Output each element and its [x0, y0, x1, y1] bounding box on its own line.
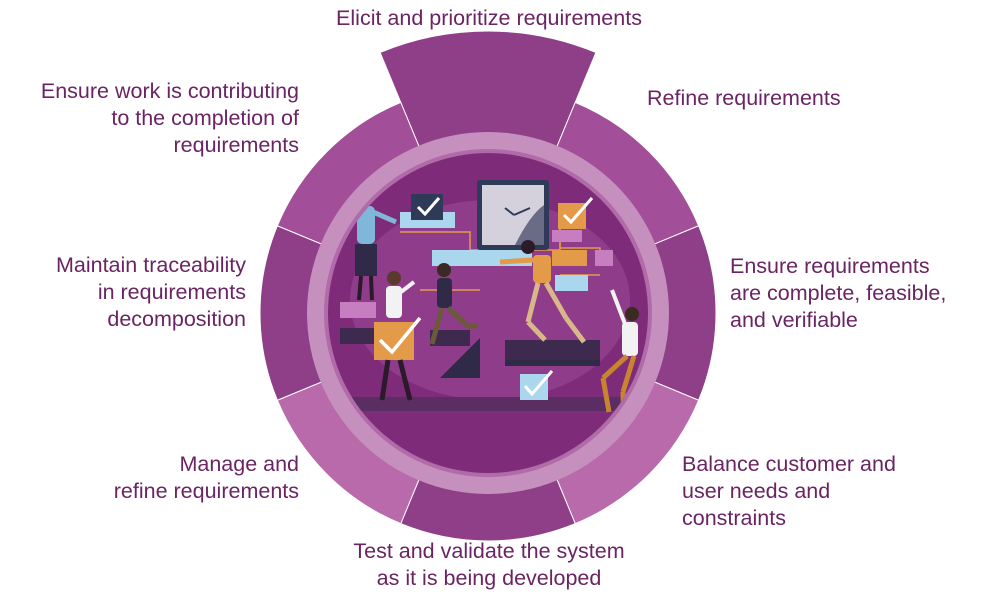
team-illustration — [340, 180, 639, 433]
checkmark-icon — [374, 316, 422, 360]
checkmark-icon — [411, 194, 443, 220]
label-refine-requirements: Refine requirements — [647, 86, 841, 110]
steps — [340, 328, 635, 411]
person-reaching — [499, 240, 586, 344]
label-maintain-traceability: Maintain traceability in requirements de… — [55, 253, 246, 331]
label-manage-refine: Manage and refine requirements — [113, 452, 299, 503]
checkmark-icon — [520, 370, 554, 400]
clock-icon — [477, 180, 549, 250]
label-ensure-complete: Ensure requirements are complete, feasib… — [730, 254, 947, 332]
label-ensure-work-contributing: Ensure work is contributing to the compl… — [40, 79, 299, 157]
checkmark-icon — [558, 197, 594, 229]
label-balance-needs: Balance customer and user needs and cons… — [682, 452, 896, 530]
person-carrying-box — [379, 271, 416, 401]
label-test-validate: Test and validate the system as it is be… — [353, 539, 625, 590]
person-climbing — [429, 263, 478, 345]
label-elicit-prioritize: Elicit and prioritize requirements — [336, 6, 642, 30]
